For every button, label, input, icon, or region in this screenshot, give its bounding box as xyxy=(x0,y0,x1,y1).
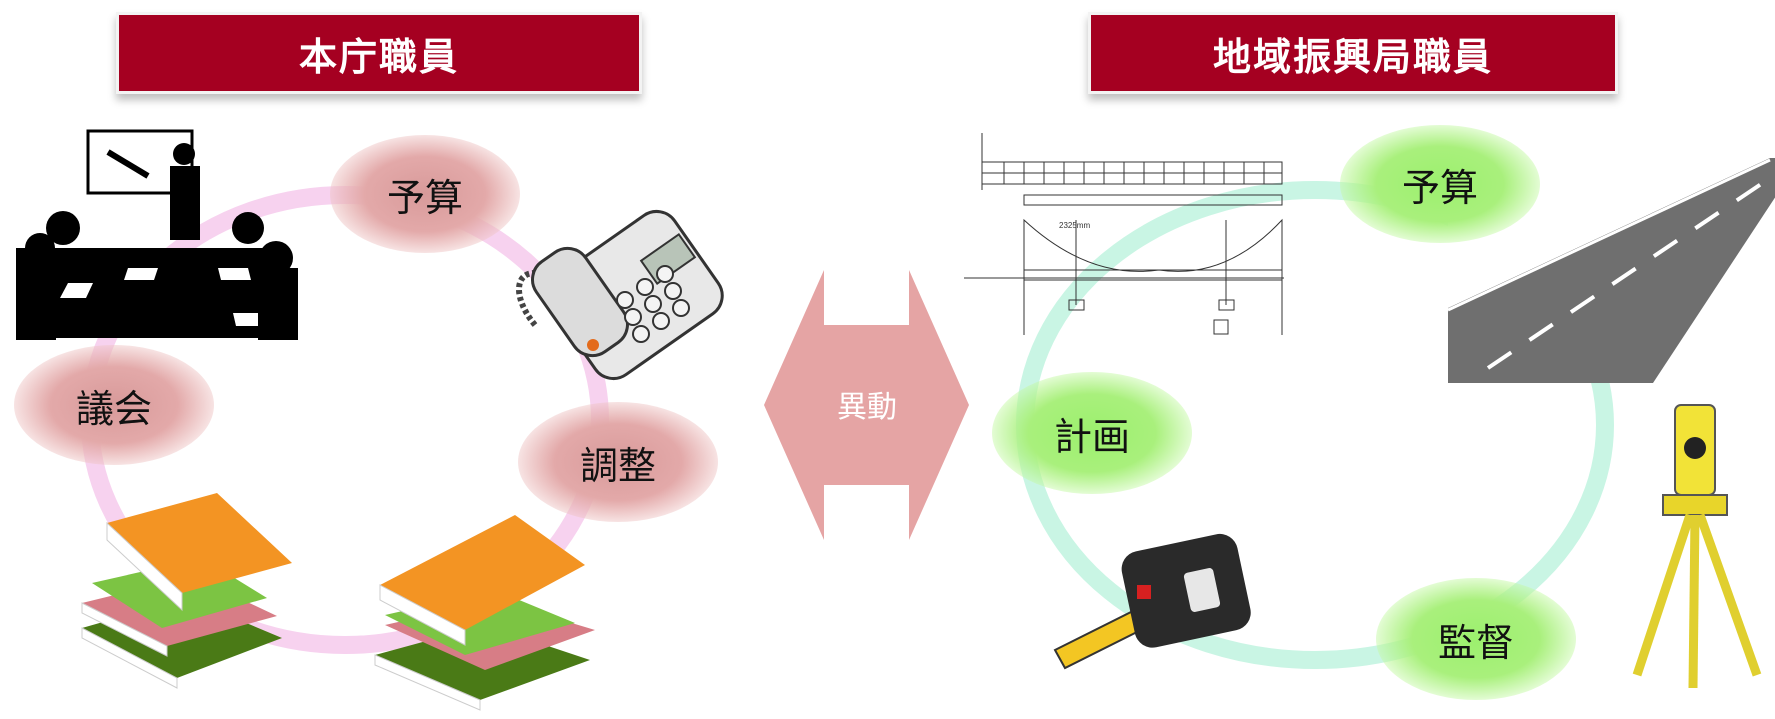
planning-bubble: 計画 xyxy=(992,372,1192,494)
tape-measure-icon xyxy=(1053,533,1251,670)
supervision-bubble: 監督 xyxy=(1376,578,1576,700)
main-office-staff-title: 本庁職員 xyxy=(116,12,642,94)
books-icon xyxy=(81,493,292,689)
coordination-label: 調整 xyxy=(579,443,656,488)
telephone-icon xyxy=(516,209,724,381)
supervision-label: 監督 xyxy=(1437,620,1514,665)
coordination-bubble: 調整 xyxy=(518,402,718,522)
assembly-bubble: 議会 xyxy=(14,345,214,465)
surveying-tripod-icon xyxy=(1632,404,1762,689)
planning-label: 計画 xyxy=(1053,414,1130,459)
budget-label: 予算 xyxy=(1401,165,1478,210)
books-icon xyxy=(374,515,595,711)
budget-bubble-left: 予算 xyxy=(330,135,520,253)
regional-office-staff-title: 地域振興局職員 xyxy=(1088,12,1618,94)
budget-bubble-right: 予算 xyxy=(1340,125,1540,243)
presentation-meeting-icon xyxy=(16,129,298,340)
transfer-double-arrow xyxy=(764,270,969,540)
bridge-drawing-icon: 2325mm xyxy=(964,133,1284,335)
budget-label: 予算 xyxy=(386,175,463,220)
bridge-dimension-text: 2325mm xyxy=(1059,221,1090,230)
assembly-label: 議会 xyxy=(75,386,152,431)
transfer-label: 異動 xyxy=(837,390,897,425)
